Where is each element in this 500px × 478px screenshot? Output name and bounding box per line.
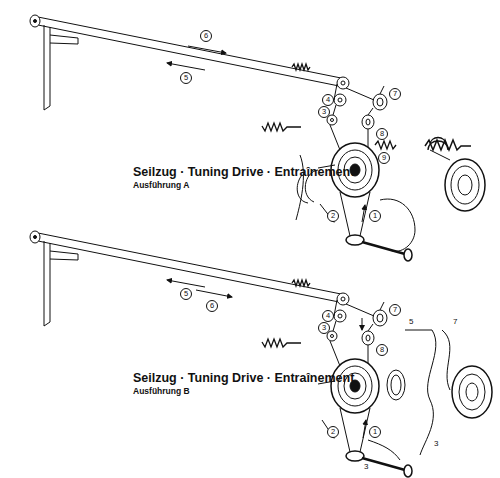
subheading: Ausführung A — [133, 181, 189, 190]
callout-number: 1 — [369, 210, 381, 222]
callout-number: 2 — [327, 426, 339, 438]
callout-number: 1 — [369, 426, 381, 438]
callout-number: 3 — [318, 322, 330, 334]
arrows-b — [167, 280, 366, 438]
callout-number: 7 — [389, 304, 401, 316]
exploded-parts-a — [296, 138, 485, 252]
callout-number: 2 — [327, 210, 339, 222]
callout-number: 4 — [322, 310, 334, 322]
callout-number: 8 — [376, 344, 388, 356]
callout-number: 5 — [180, 288, 192, 300]
callout-number: 3 — [318, 106, 330, 118]
part-number: 7 — [452, 318, 458, 326]
part-number: 3 — [363, 463, 369, 471]
callout-number: 9 — [378, 152, 390, 164]
arrows-a — [167, 46, 365, 222]
callout-number: 5 — [180, 72, 192, 84]
callout-number: 4 — [322, 94, 334, 106]
part-number: 5 — [408, 318, 414, 326]
exploded-parts-b — [368, 330, 492, 460]
part-number: 3 — [433, 440, 439, 448]
subheading: Ausführung B — [133, 387, 190, 396]
heading: Seilzug · Tuning Drive · Entraînement — [133, 372, 354, 385]
heading: Seilzug · Tuning Drive · Entraînement — [133, 166, 354, 179]
callout-number: 8 — [376, 128, 388, 140]
callout-number: 6 — [206, 300, 218, 312]
callout-number: 6 — [200, 30, 212, 42]
callout-number: 7 — [389, 88, 401, 100]
